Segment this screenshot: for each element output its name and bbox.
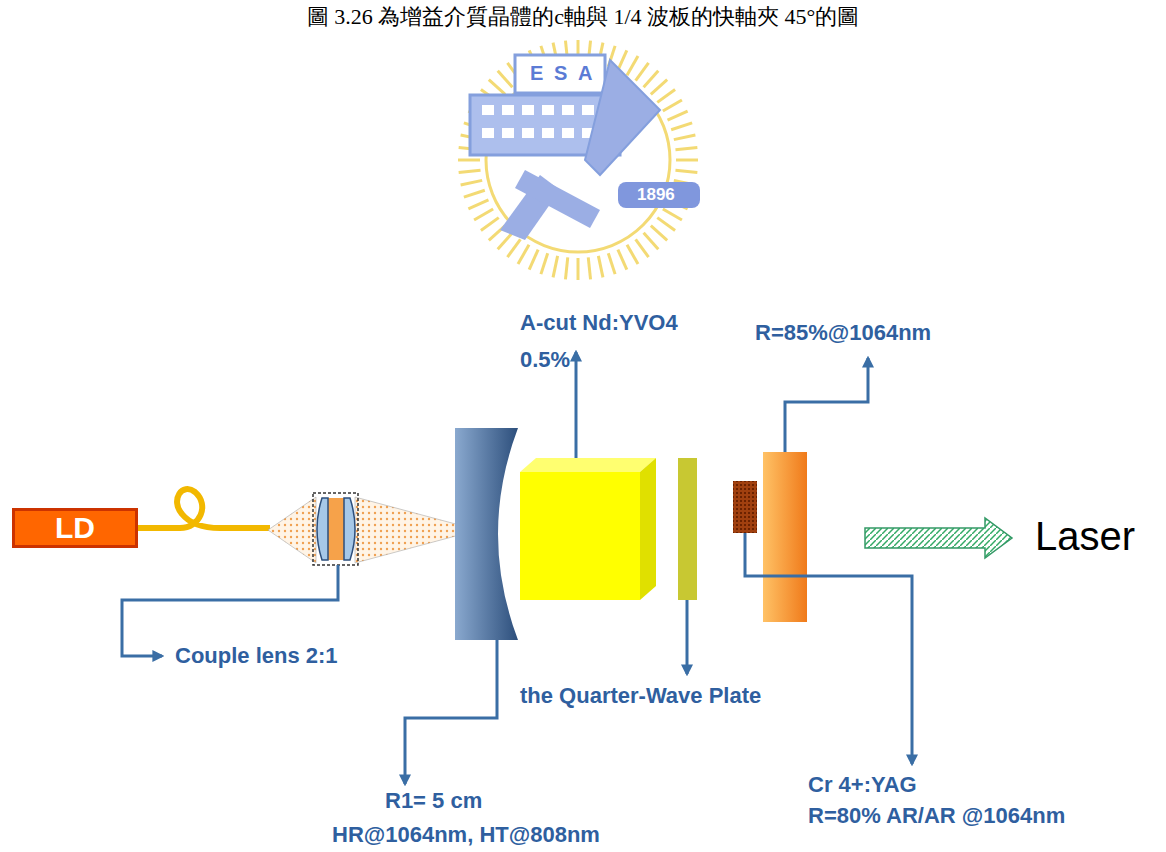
- pump-beam: [268, 497, 316, 563]
- logo-letter: A: [578, 62, 592, 85]
- doping-label: 0.5%: [520, 347, 570, 373]
- logo-year: 1896: [637, 185, 675, 205]
- absorber-label: Cr 4+:YAG: [808, 772, 917, 798]
- output-coupler: [763, 452, 807, 622]
- figure-caption: 圖 3.26 為增益介質晶體的c軸與 1/4 波板的快軸夾 45°的圖: [307, 2, 860, 32]
- leader-lines: [122, 352, 912, 784]
- concave-mirror: [455, 428, 518, 640]
- logo-letter: E: [530, 62, 543, 85]
- gain-crystal: [520, 458, 656, 600]
- node-text: LD: [55, 511, 95, 545]
- crystal-label: A-cut Nd:YVO4: [520, 310, 678, 336]
- mirror-spec: HR@1064nm, HT@808nm: [332, 822, 600, 848]
- optical-fiber: [138, 489, 270, 528]
- output-coupler-label: R=85%@1064nm: [755, 320, 931, 346]
- quarter-wave-plate: [678, 458, 697, 600]
- waveplate-label: the Quarter-Wave Plate: [520, 683, 761, 709]
- coupling-lens: [313, 493, 358, 565]
- output-label: Laser: [1035, 514, 1135, 559]
- lens-label: Couple lens 2:1: [175, 643, 338, 669]
- logo-letter: S: [554, 62, 567, 85]
- university-logo: [458, 40, 700, 280]
- mirror-label: R1= 5 cm: [385, 788, 482, 814]
- laser-output-arrow: [865, 518, 1012, 558]
- laser-diode-box: LD: [12, 508, 138, 548]
- absorber-spec: R=80% AR/AR @1064nm: [808, 803, 1065, 829]
- saturable-absorber: [733, 481, 757, 533]
